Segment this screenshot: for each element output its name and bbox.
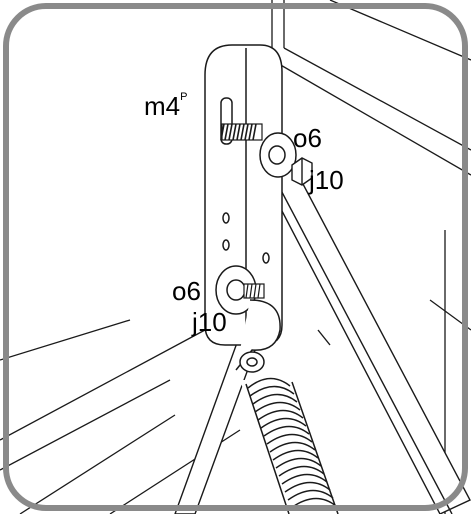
top-washer <box>259 132 297 178</box>
spring-hook <box>235 299 281 373</box>
coil-spring <box>240 377 345 514</box>
label-o6-bottom: o6 <box>172 276 201 306</box>
label-m4-text: m4 <box>144 91 181 121</box>
label-o6-top: o6 <box>293 123 322 153</box>
top-nut <box>291 157 313 186</box>
label-m4-superscript: P <box>180 91 188 103</box>
bottom-bolt <box>243 283 265 299</box>
top-bolt <box>220 123 263 141</box>
label-j10-bottom: j10 <box>192 307 227 337</box>
label-m4: m4P <box>144 91 188 121</box>
viewport-frame <box>3 3 468 511</box>
bottom-washer <box>215 265 257 315</box>
label-j10-top: j10 <box>309 165 344 195</box>
